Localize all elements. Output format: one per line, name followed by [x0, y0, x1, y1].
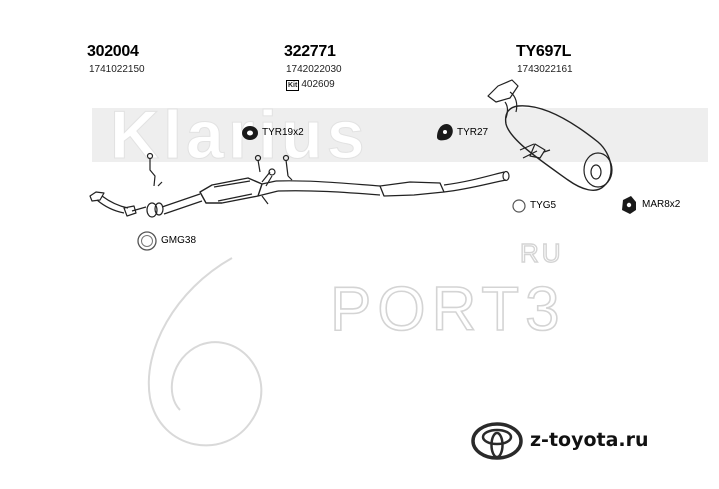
front-pipe [89, 191, 147, 217]
oem-number-p3: 1743022161 [517, 64, 573, 75]
watermark-band [92, 108, 708, 162]
site-name: z-toyota.ru [530, 429, 649, 451]
label-tyr19: TYR19x2 [262, 127, 304, 138]
label-tyg5: TYG5 [530, 200, 557, 211]
oem-number-p1: 1741022150 [89, 64, 145, 75]
gmg38-icon [137, 231, 157, 251]
tyr19-icon [242, 126, 258, 140]
flange-gasket [146, 202, 164, 218]
mar8-icon [622, 196, 636, 214]
kit-badge: Kit [286, 80, 300, 91]
part-number-322771: 322771 [284, 43, 336, 60]
label-tyr27: TYR27 [457, 127, 489, 138]
label-mar8: MAR8x2 [642, 199, 681, 210]
watermark-site-suffix: RU [520, 238, 564, 268]
tyr27-icon [437, 124, 453, 141]
rear-silencer [487, 79, 613, 191]
watermark-swirl [147, 257, 263, 447]
tyg5-icon [512, 199, 526, 213]
part-number-302004: 302004 [87, 43, 139, 60]
kit-number: 402609 [301, 79, 335, 90]
watermark-site-main: PORT3 [330, 275, 566, 344]
oem-number-p2: 1742022030 [286, 64, 342, 75]
catalytic-converter [161, 177, 279, 215]
label-gmg38: GMG38 [161, 235, 197, 246]
toyota-logo [471, 422, 523, 460]
intermediate-pipe [261, 168, 510, 197]
hanger-clamps [146, 152, 293, 205]
part-number-ty697l: TY697L [516, 43, 572, 60]
watermark-brand: Klarius [110, 97, 369, 173]
